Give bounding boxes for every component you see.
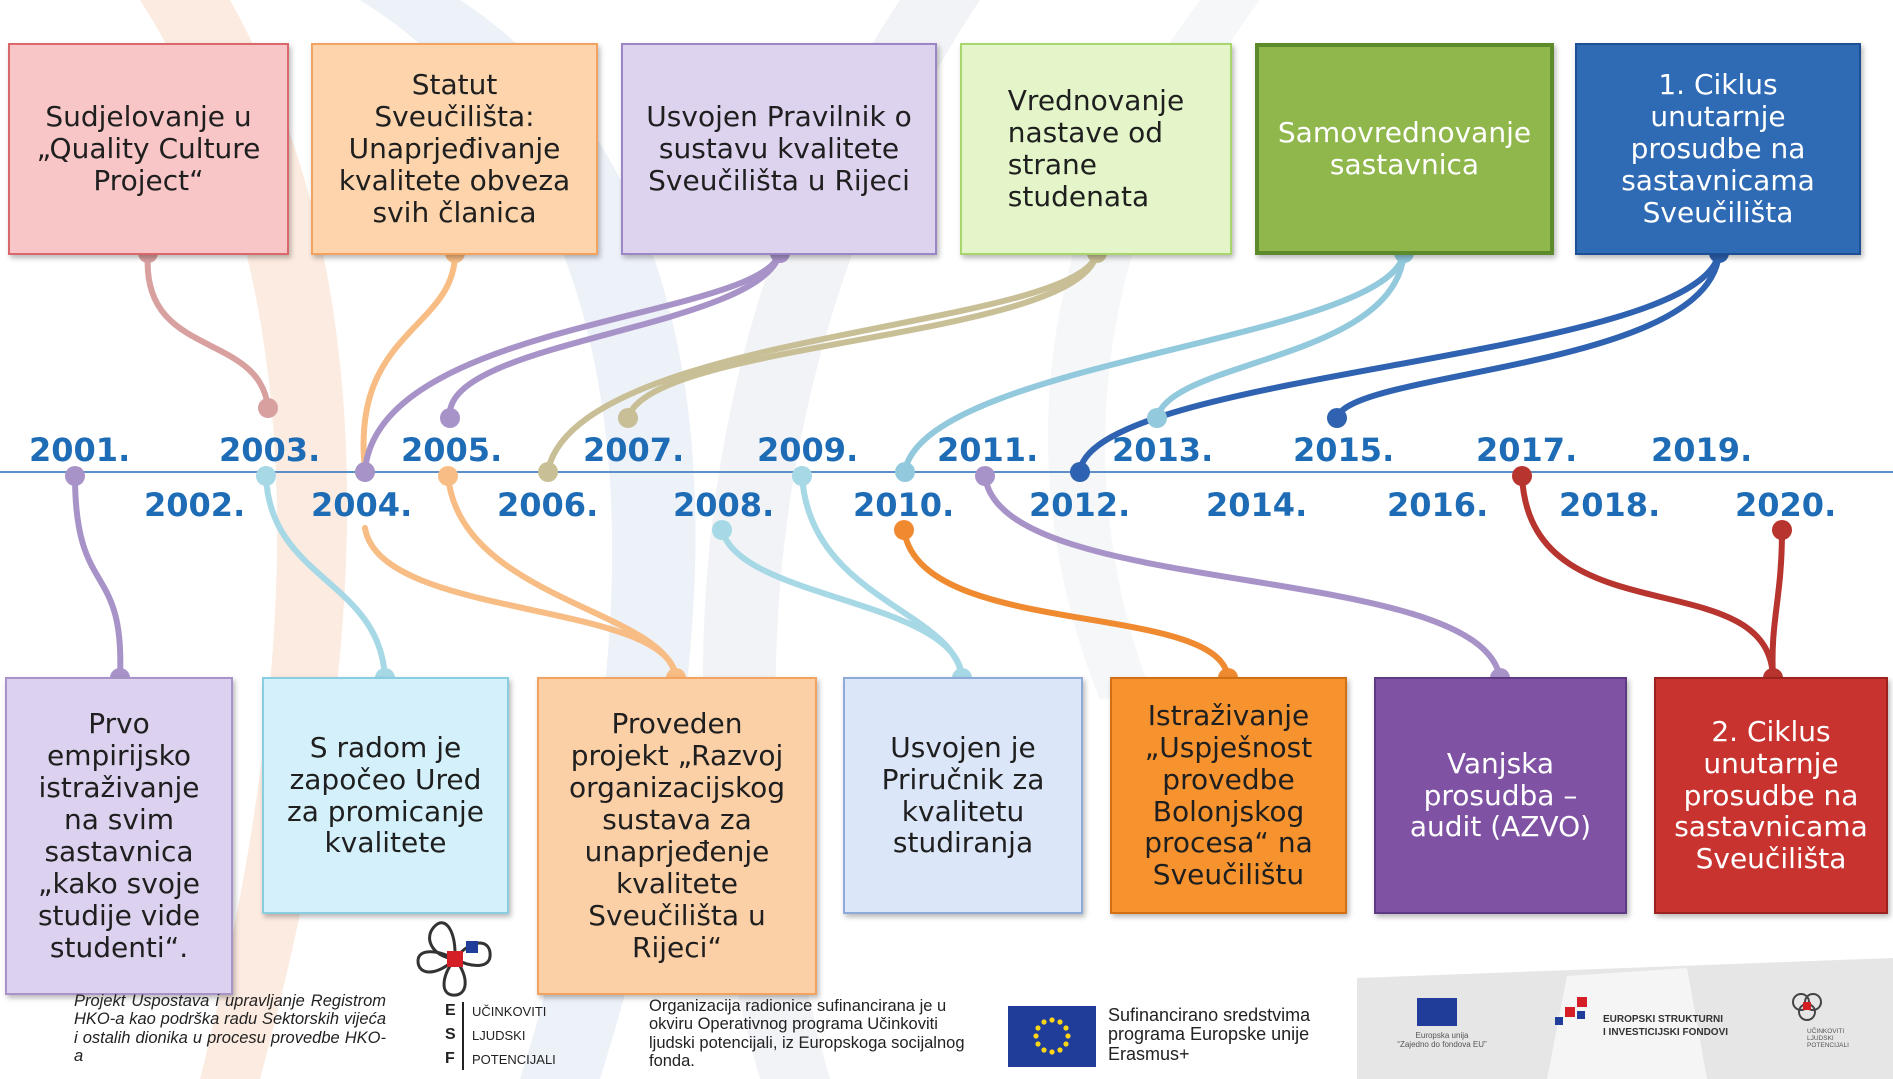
year-label: 2020. — [1735, 486, 1837, 524]
small-esf-words: UČINKOVITI LJUDSKI POTENCIJALI — [1807, 1028, 1849, 1050]
connector-top-4a — [545, 250, 1100, 473]
event-box-empirijsko-istrazivanje: Prvo empirijsko istraživanje na svim sas… — [5, 677, 233, 995]
esf-word: POTENCIJALI — [472, 1052, 556, 1067]
marker-year-2011 — [975, 466, 995, 486]
eu-stars-icon — [1033, 1017, 1071, 1055]
eu-small-flag-icon — [1417, 998, 1457, 1026]
year-label: 2013. — [1112, 431, 1214, 469]
connector-bottom-3b — [445, 473, 679, 681]
connector-bottom-7b — [1769, 527, 1785, 681]
marker-year-2004b — [438, 466, 458, 486]
esf-flower-logo — [416, 921, 492, 997]
year-label: 2010. — [853, 486, 955, 524]
connector-bottom-4b — [799, 473, 965, 681]
connector-top-5b — [1154, 250, 1407, 421]
marker-year-2007 — [618, 408, 638, 428]
marker-year-2003 — [258, 398, 278, 418]
connector-top-2 — [360, 250, 458, 473]
event-box-samovrednovanje: Samovrednovanje sastavnica — [1255, 43, 1554, 255]
marker-year-2009 — [792, 466, 812, 486]
event-box-statut: Statut Sveučilišta: Unaprjeđivanje kvali… — [311, 43, 598, 255]
year-label: 2019. — [1651, 431, 1753, 469]
connector-top-4b — [625, 250, 1100, 421]
year-label: 2015. — [1293, 431, 1395, 469]
year-label: 2012. — [1029, 486, 1131, 524]
year-label: 2011. — [937, 431, 1039, 469]
year-label: 2009. — [757, 431, 859, 469]
year-label: 2004. — [311, 486, 413, 524]
connector-bottom-6 — [982, 473, 1503, 681]
footer-erasmus-text: Sufinancirano sredstvima programa Europs… — [1108, 1005, 1311, 1064]
connector-top-3a — [362, 250, 783, 473]
year-label: 2001. — [29, 431, 131, 469]
connector-top-6b — [1334, 250, 1722, 421]
event-box-ciklus-2: 2. Ciklus unutarnje prosudbe na sastavni… — [1654, 677, 1888, 914]
logo-panel-background — [1357, 958, 1893, 1079]
esf-word: UČINKOVITI — [472, 1004, 547, 1019]
marker-year-2002 — [256, 466, 276, 486]
event-box-bolonjski-proces: Istraživanje „Uspješnost provedbe Bolonj… — [1110, 677, 1347, 914]
eu-funds-logo-panel: Europska unija “Zajedno do fondova EU” E… — [1357, 958, 1893, 1079]
year-label: 2006. — [497, 486, 599, 524]
event-box-ciklus-1: 1. Ciklus unutarnje prosudbe na sastavni… — [1575, 43, 1861, 255]
struct-funds-line2: I INVESTICIJSKI FONDOVI — [1603, 1027, 1729, 1038]
esf-word: LJUDSKI — [472, 1028, 526, 1043]
connector-bottom-2 — [263, 473, 388, 681]
event-box-ured-kvalitete: S radom je započeo Ured za promicanje kv… — [262, 677, 509, 914]
footer-organization-text: Organizacija radionice sufinancirana je … — [649, 997, 965, 1071]
marker-year-2013 — [1147, 408, 1167, 428]
connector-top-5a — [902, 250, 1407, 473]
event-box-projekt-razvoj: Proveden projekt „Razvoj organizacijskog… — [537, 677, 817, 995]
esf-letter: S — [445, 1026, 456, 1043]
esf-letter: E — [445, 1002, 456, 1019]
marker-year-2004 — [355, 462, 375, 482]
footer-project-text: Projekt Uspostava i upravljanje Registro… — [74, 992, 386, 1066]
struct-funds-icon — [1555, 997, 1587, 1025]
year-label: 2008. — [673, 486, 775, 524]
connector-top-6a — [1077, 250, 1722, 473]
marker-year-2006 — [538, 462, 558, 482]
eu-small-text: Europska unija “Zajedno do fondova EU” — [1397, 1031, 1487, 1049]
event-box-pravilnik: Usvojen Pravilnik o sustavu kvalitete Sv… — [621, 43, 937, 255]
marker-year-2012 — [1070, 462, 1090, 482]
year-label: 2016. — [1387, 486, 1489, 524]
marker-year-2010b — [894, 520, 914, 540]
eu-flag-icon — [1008, 1006, 1096, 1067]
struct-funds-line1: EUROPSKI STRUKTURNI — [1603, 1014, 1724, 1025]
marker-year-2005 — [440, 408, 460, 428]
connector-bottom-5 — [901, 527, 1231, 681]
esf-divider — [462, 1002, 464, 1070]
year-label: 2003. — [219, 431, 321, 469]
marker-year-2017 — [1512, 466, 1532, 486]
year-label: 2007. — [583, 431, 685, 469]
connector-bottom-7a — [1519, 473, 1776, 681]
year-label: 2017. — [1476, 431, 1578, 469]
year-label: 2002. — [144, 486, 246, 524]
connector-bottom-3a — [362, 525, 679, 681]
connector-top-1 — [144, 250, 271, 411]
connector-bottom-1 — [72, 473, 124, 681]
esf-small-flower-icon — [1792, 993, 1822, 1021]
connector-bottom-4a — [719, 527, 965, 681]
marker-year-2001 — [65, 466, 85, 486]
year-label: 2018. — [1559, 486, 1661, 524]
event-box-vanjska-prosudba: Vanjska prosudba – audit (AZVO) — [1374, 677, 1627, 914]
marker-year-2010 — [895, 462, 915, 482]
year-label: 2014. — [1206, 486, 1308, 524]
marker-year-2015 — [1327, 408, 1347, 428]
esf-letter: F — [445, 1050, 455, 1067]
event-box-prirucnik: Usvojen je Priručnik za kvalitetu studir… — [843, 677, 1083, 914]
year-label: 2005. — [401, 431, 503, 469]
marker-year-2008 — [712, 520, 732, 540]
connector-top-3b — [446, 250, 783, 421]
event-box-vrednovanje: Vrednovanje nastave od strane studenata — [960, 43, 1232, 255]
event-box-quality-culture: Sudjelovanje u „Quality Culture Project“ — [8, 43, 289, 255]
marker-year-2020 — [1772, 520, 1792, 540]
